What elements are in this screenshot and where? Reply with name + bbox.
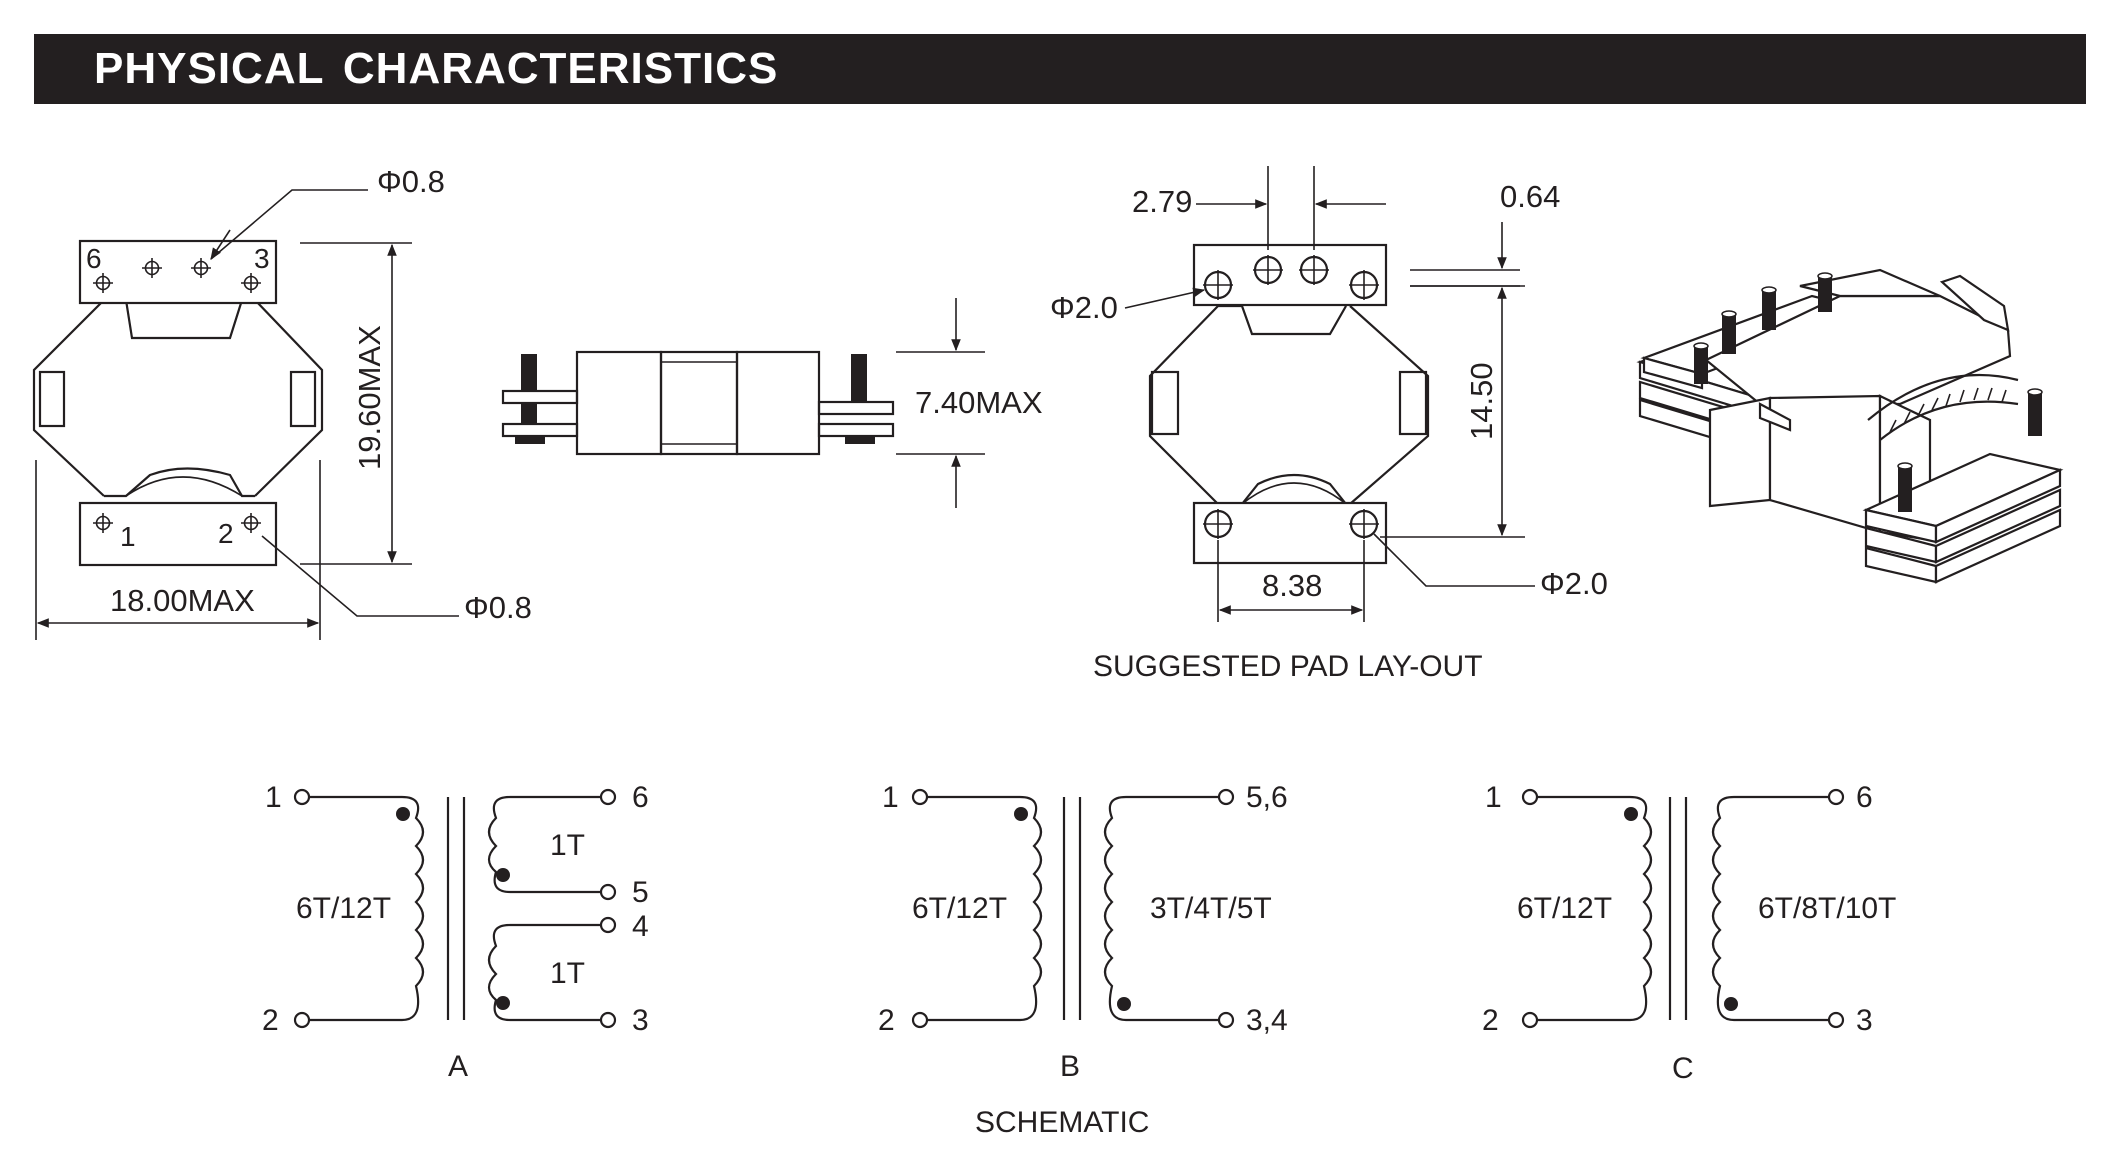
schematic-a-lower-turns: 1T (550, 957, 585, 990)
pad-pitch: 2.79 (1132, 184, 1192, 219)
schematic-a-label: A (448, 1050, 468, 1083)
left-slot (38, 370, 66, 428)
schematic-c-pin-6: 6 (1856, 781, 1873, 814)
pin-diameter-top: Φ0.8 (377, 164, 445, 199)
pad-right-slot (1398, 370, 1428, 436)
height-dimension: 19.60MAX (352, 325, 387, 470)
pad-gap: 0.64 (1500, 179, 1560, 214)
pad-layout-caption: SUGGESTED PAD LAY-OUT (1093, 650, 1483, 683)
schematic-b-pin-56: 5,6 (1246, 781, 1288, 814)
top-pin-header (78, 239, 278, 305)
schematic-a-pin-5: 5 (632, 876, 649, 909)
pin-label-6: 6 (86, 243, 102, 274)
pad-vertical-span: 14.50 (1464, 362, 1499, 440)
schematic-b-primary-turns: 6T/12T (912, 892, 1007, 925)
schematic-a-pin-1: 1 (265, 781, 282, 814)
top-view: 6 3 1 2 Φ0.8 Φ0.8 19.60MAX 18.00MAX (32, 164, 532, 640)
width-dimension: 18.00MAX (110, 583, 255, 618)
schematic-b-pin-2: 2 (878, 1004, 895, 1037)
schematic-b-secondary-turns: 3T/4T/5T (1150, 892, 1272, 925)
page-title: PHYSICAL CHARACTERISTICS (94, 44, 779, 93)
pad-left-slot (1150, 370, 1180, 436)
schematic-c-pin-1: 1 (1485, 781, 1502, 814)
pad-diameter-left: Φ2.0 (1050, 290, 1118, 325)
schematic-a: 1 2 6T/12T 6 5 4 3 1T 1T A (262, 781, 649, 1083)
schematic-b-label: B (1060, 1050, 1080, 1083)
top-view-body (32, 298, 324, 498)
side-body-center (659, 350, 739, 456)
isometric-view (1636, 268, 2064, 584)
pad-layout-body (1148, 304, 1430, 506)
schematic-c-pin-3: 3 (1856, 1004, 1873, 1037)
header-bar: PHYSICAL CHARACTERISTICS (34, 34, 2086, 104)
side-body-right (735, 350, 821, 456)
side-height-dimension: 7.40MAX (915, 385, 1043, 420)
schematic-caption: SCHEMATIC (975, 1106, 1149, 1139)
schematic-a-pin-4: 4 (632, 910, 649, 943)
schematic-c-primary-turns: 6T/12T (1517, 892, 1612, 925)
schematic-c: 1 2 6T/12T 6 3 6T/8T/10T C (1482, 781, 1896, 1085)
bottom-pin-header (78, 501, 278, 567)
pin-diameter-bottom: Φ0.8 (464, 590, 532, 625)
schematic-c-label: C (1672, 1052, 1694, 1085)
schematic-a-primary-turns: 6T/12T (296, 892, 391, 925)
pad-horizontal-span: 8.38 (1262, 568, 1322, 603)
pin-label-3: 3 (254, 243, 270, 274)
schematic-a-pin-6: 6 (632, 781, 649, 814)
schematic-c-pin-2: 2 (1482, 1004, 1499, 1037)
pin-label-1: 1 (120, 521, 136, 552)
side-view: 7.40MAX (501, 298, 1043, 508)
schematic-b-pin-34: 3,4 (1246, 1004, 1288, 1037)
schematic-a-pin-2: 2 (262, 1004, 279, 1037)
schematic-a-upper-turns: 1T (550, 829, 585, 862)
schematic-b: 1 2 6T/12T 5,6 3,4 3T/4T/5T B (878, 781, 1288, 1083)
schematic-a-pin-3: 3 (632, 1004, 649, 1037)
pin-label-2: 2 (218, 518, 234, 549)
schematic-c-secondary-turns: 6T/8T/10T (1758, 892, 1896, 925)
side-body-left (575, 350, 663, 456)
pad-layout: 2.79 0.64 Φ2.0 Φ2.0 14.50 8.38 SUGGESTED… (1050, 166, 1608, 683)
pad-diameter-right: Φ2.0 (1540, 566, 1608, 601)
right-slot (289, 370, 317, 428)
schematic-b-pin-1: 1 (882, 781, 899, 814)
